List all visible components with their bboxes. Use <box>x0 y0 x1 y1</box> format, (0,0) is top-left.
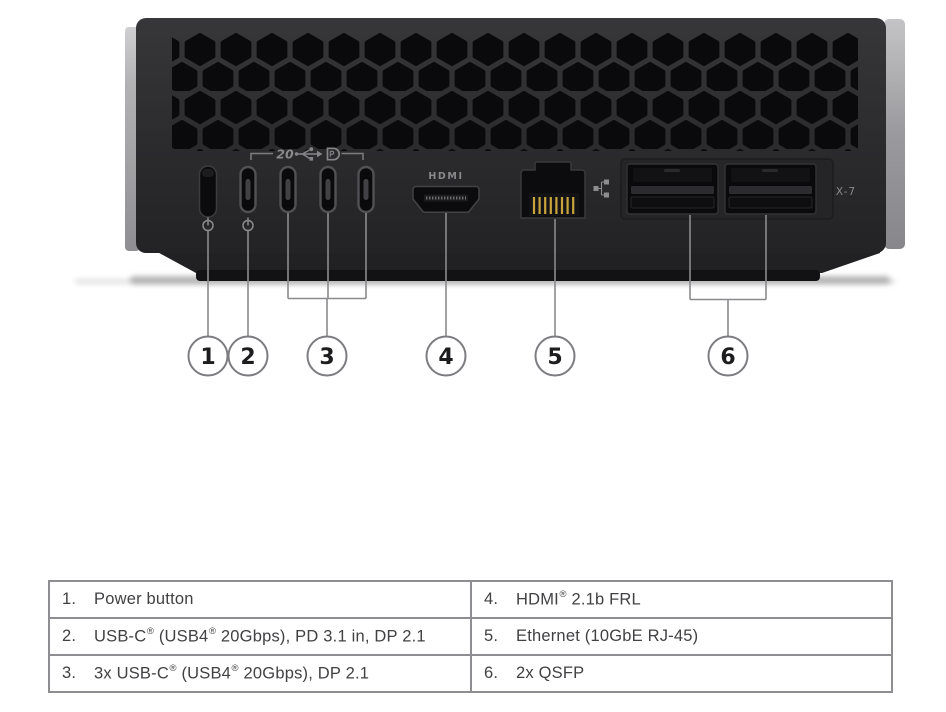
qsfp-cage <box>620 158 834 220</box>
callout-5: 5 <box>534 335 576 377</box>
svg-text:2: 2 <box>240 345 255 370</box>
callout-1: 1 <box>187 335 229 377</box>
ethernet-pins <box>532 197 575 214</box>
usb-c-port-2 <box>279 165 297 214</box>
callout-leader-lines <box>207 213 767 337</box>
item-text: HDMI® 2.1b FRL <box>516 588 641 609</box>
usb-c-port-1 <box>239 165 257 214</box>
callout-3: 3 <box>306 335 348 377</box>
qsfp-port-1 <box>626 163 719 215</box>
item-text: 2x QSFP <box>516 664 585 682</box>
item-text: 3x USB-C® (USB4® 20Gbps), DP 2.1 <box>94 662 370 683</box>
qsfp-label: X-7 <box>836 186 856 198</box>
item-number: 1. <box>62 590 77 608</box>
spec-cell-6: 6. 2x QSFP <box>470 654 893 693</box>
network-icon <box>593 179 609 198</box>
power-button <box>198 165 218 218</box>
spec-table: 1. Power button 4. HDMI® 2.1b FRL 2. USB… <box>48 580 893 693</box>
chassis-right-edge <box>884 19 905 249</box>
usb-c-port-4 <box>357 165 375 214</box>
table-row: 1. Power button 4. HDMI® 2.1b FRL <box>48 580 893 619</box>
qsfp-port-2 <box>724 163 817 215</box>
svg-text:3: 3 <box>319 345 334 370</box>
usb-speed-label: 20 <box>276 147 294 162</box>
usb-speed-bracket <box>250 152 364 160</box>
table-row: 2. USB-C® (USB4® 20Gbps), PD 3.1 in, DP … <box>48 617 893 656</box>
item-text: USB-C® (USB4® 20Gbps), PD 3.1 in, DP 2.1 <box>94 625 426 646</box>
callout-2: 2 <box>227 335 269 377</box>
svg-text:6: 6 <box>720 345 735 370</box>
hdmi-port <box>412 185 480 213</box>
usb-c-ports <box>239 165 375 214</box>
svg-text:5: 5 <box>547 345 562 370</box>
displayport-icon <box>326 147 341 161</box>
rear-panel-illustration: 20 <box>75 18 905 377</box>
usb-trident-icon <box>294 147 323 161</box>
callout-6: 6 <box>707 335 749 377</box>
chassis-foot <box>196 270 820 281</box>
item-number: 5. <box>484 627 499 645</box>
item-text: Power button <box>94 590 194 608</box>
usb-c-port-3 <box>319 165 337 214</box>
item-number: 6. <box>484 664 499 682</box>
hdmi-logo-text: HDMI <box>428 171 463 182</box>
chassis-bottom-wedge <box>150 248 880 273</box>
table-row: 3. 3x USB-C® (USB4® 20Gbps), DP 2.1 6. 2… <box>48 654 893 693</box>
spec-cell-4: 4. HDMI® 2.1b FRL <box>470 580 893 619</box>
svg-text:4: 4 <box>438 345 453 370</box>
item-number: 2. <box>62 627 77 645</box>
ethernet-port <box>520 161 586 219</box>
callouts: 1 2 3 4 5 6 <box>187 335 749 377</box>
honeycomb-vent <box>172 33 858 151</box>
spec-cell-5: 5. Ethernet (10GbE RJ-45) <box>470 617 893 656</box>
spec-cell-3: 3. 3x USB-C® (USB4® 20Gbps), DP 2.1 <box>48 654 472 693</box>
item-number: 3. <box>62 664 77 682</box>
callout-4: 4 <box>425 335 467 377</box>
item-number: 4. <box>484 590 499 608</box>
item-text: Ethernet (10GbE RJ-45) <box>516 627 699 645</box>
spec-cell-1: 1. Power button <box>48 580 472 619</box>
svg-text:1: 1 <box>200 345 215 370</box>
spec-cell-2: 2. USB-C® (USB4® 20Gbps), PD 3.1 in, DP … <box>48 617 472 656</box>
